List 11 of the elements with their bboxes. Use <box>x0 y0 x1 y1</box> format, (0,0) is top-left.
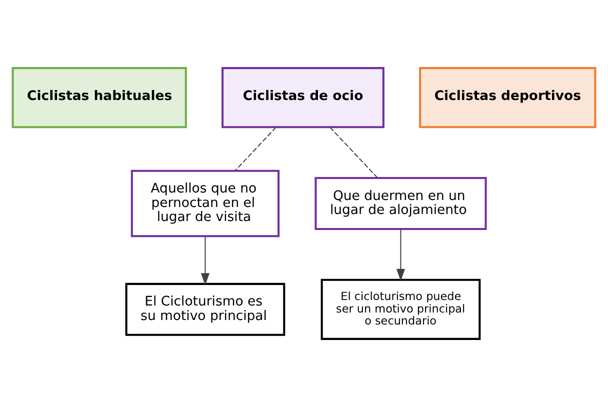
node-box: Ciclistas de ocio <box>222 67 384 128</box>
arrow <box>200 236 210 286</box>
node-box: Ciclistas deportivos <box>419 67 596 128</box>
connector <box>234 126 276 171</box>
arrow <box>396 229 406 282</box>
node-box: El cicloturismo puede ser un motivo principal o secundario <box>320 278 481 340</box>
node-box: El Cicloturismo es su motivo principal <box>125 282 286 336</box>
node-box: Ciclistas habituales <box>12 67 187 128</box>
node-box: Aquellos que no pernoctan en el lugar de visita <box>130 170 280 238</box>
connector <box>330 126 378 178</box>
node-box: Que duermen en un lugar de alojamiento <box>314 177 487 230</box>
